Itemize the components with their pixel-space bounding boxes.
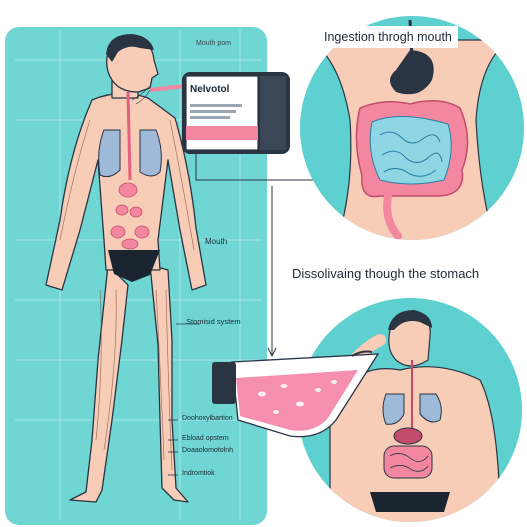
body-label-1: Doohoxylbartion xyxy=(182,415,233,422)
body-label-2: Ebload opstem xyxy=(182,435,229,442)
ingestion-title: Ingestion throgh mouth xyxy=(318,26,458,48)
mouth-label: Mouth xyxy=(205,237,228,246)
mouth-top-label: Mouth pom xyxy=(196,40,232,47)
body-label-3: Doaaolomotolnh xyxy=(182,447,233,454)
dissolving-title: Dissolivaing though the stomach xyxy=(286,262,486,285)
system-label: Stomisid system xyxy=(186,317,241,326)
body-label-4: Indromtiok xyxy=(182,470,215,477)
medicine-brand-label: Nelvotol xyxy=(190,84,230,95)
